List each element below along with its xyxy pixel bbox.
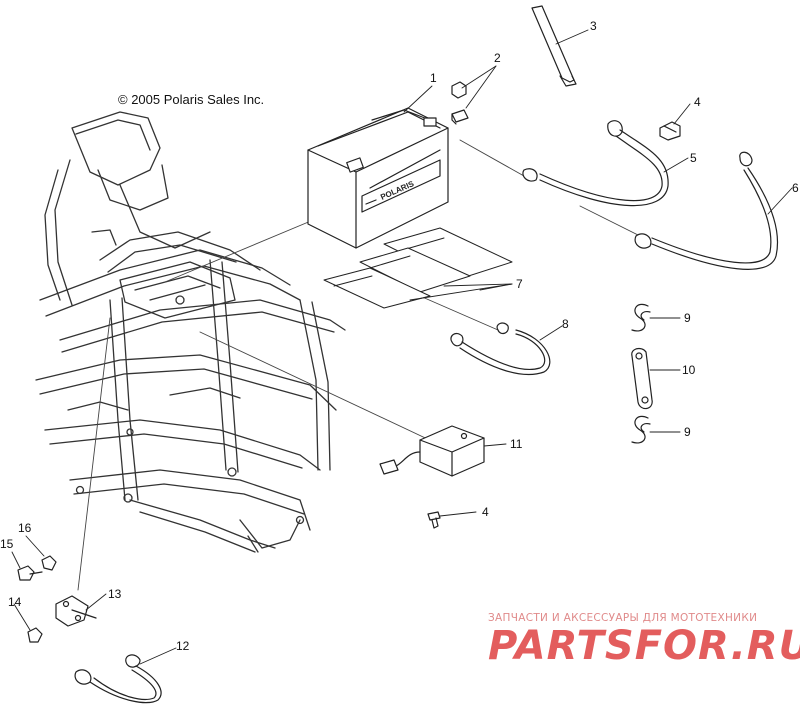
callout-15: 15 (0, 537, 14, 551)
callout-1: 1 (430, 71, 437, 85)
callout-4-top: 4 (694, 95, 701, 109)
watermark-tagline: ЗАПЧАСТИ И АКСЕССУАРЫ ДЛЯ МОТОТЕХНИКИ (488, 612, 758, 624)
hold-down-strap (531, 5, 577, 87)
callout-3: 3 (590, 19, 597, 33)
clip-9-top (631, 303, 651, 332)
watermark-brand: PARTSFOR.RU (488, 623, 800, 669)
nut-14 (27, 627, 43, 643)
callout-11: 11 (510, 437, 523, 451)
screw-bottom (427, 511, 441, 529)
callout-9-bottom: 9 (684, 425, 691, 439)
battery (307, 107, 449, 249)
callout-5: 5 (690, 151, 697, 165)
module-11 (379, 425, 485, 477)
callout-6: 6 (792, 181, 799, 195)
cable-8 (450, 322, 551, 376)
callout-7: 7 (516, 277, 523, 291)
placement-lines (77, 139, 641, 591)
bracket-10 (631, 347, 653, 410)
callout-2: 2 (494, 51, 501, 65)
callout-10: 10 (682, 363, 696, 377)
bolt-top (659, 121, 681, 141)
callout-9-top: 9 (684, 311, 691, 325)
callout-12: 12 (176, 639, 190, 653)
copyright-text: © 2005 Polaris Sales Inc. (118, 92, 265, 107)
callout-14: 14 (8, 595, 22, 609)
nut-16 (41, 555, 57, 571)
decals (323, 227, 513, 309)
callout-4-bottom: 4 (482, 505, 489, 519)
battery-cable-6 (634, 151, 779, 270)
callout-leaders (11, 29, 793, 665)
terminal-caps (451, 81, 469, 125)
vehicle-frame (35, 111, 346, 553)
grommet-13 (55, 595, 97, 627)
callout-16: 16 (18, 521, 32, 535)
callout-13: 13 (108, 587, 122, 601)
battery-cable-5 (522, 120, 669, 207)
clip-9-bottom (631, 415, 651, 444)
callout-labels: 1 2 3 4 5 6 7 8 9 10 9 11 4 12 13 14 15 … (0, 19, 799, 653)
cable-12 (74, 654, 162, 704)
callout-8: 8 (562, 317, 569, 331)
bolt-15 (17, 565, 43, 581)
